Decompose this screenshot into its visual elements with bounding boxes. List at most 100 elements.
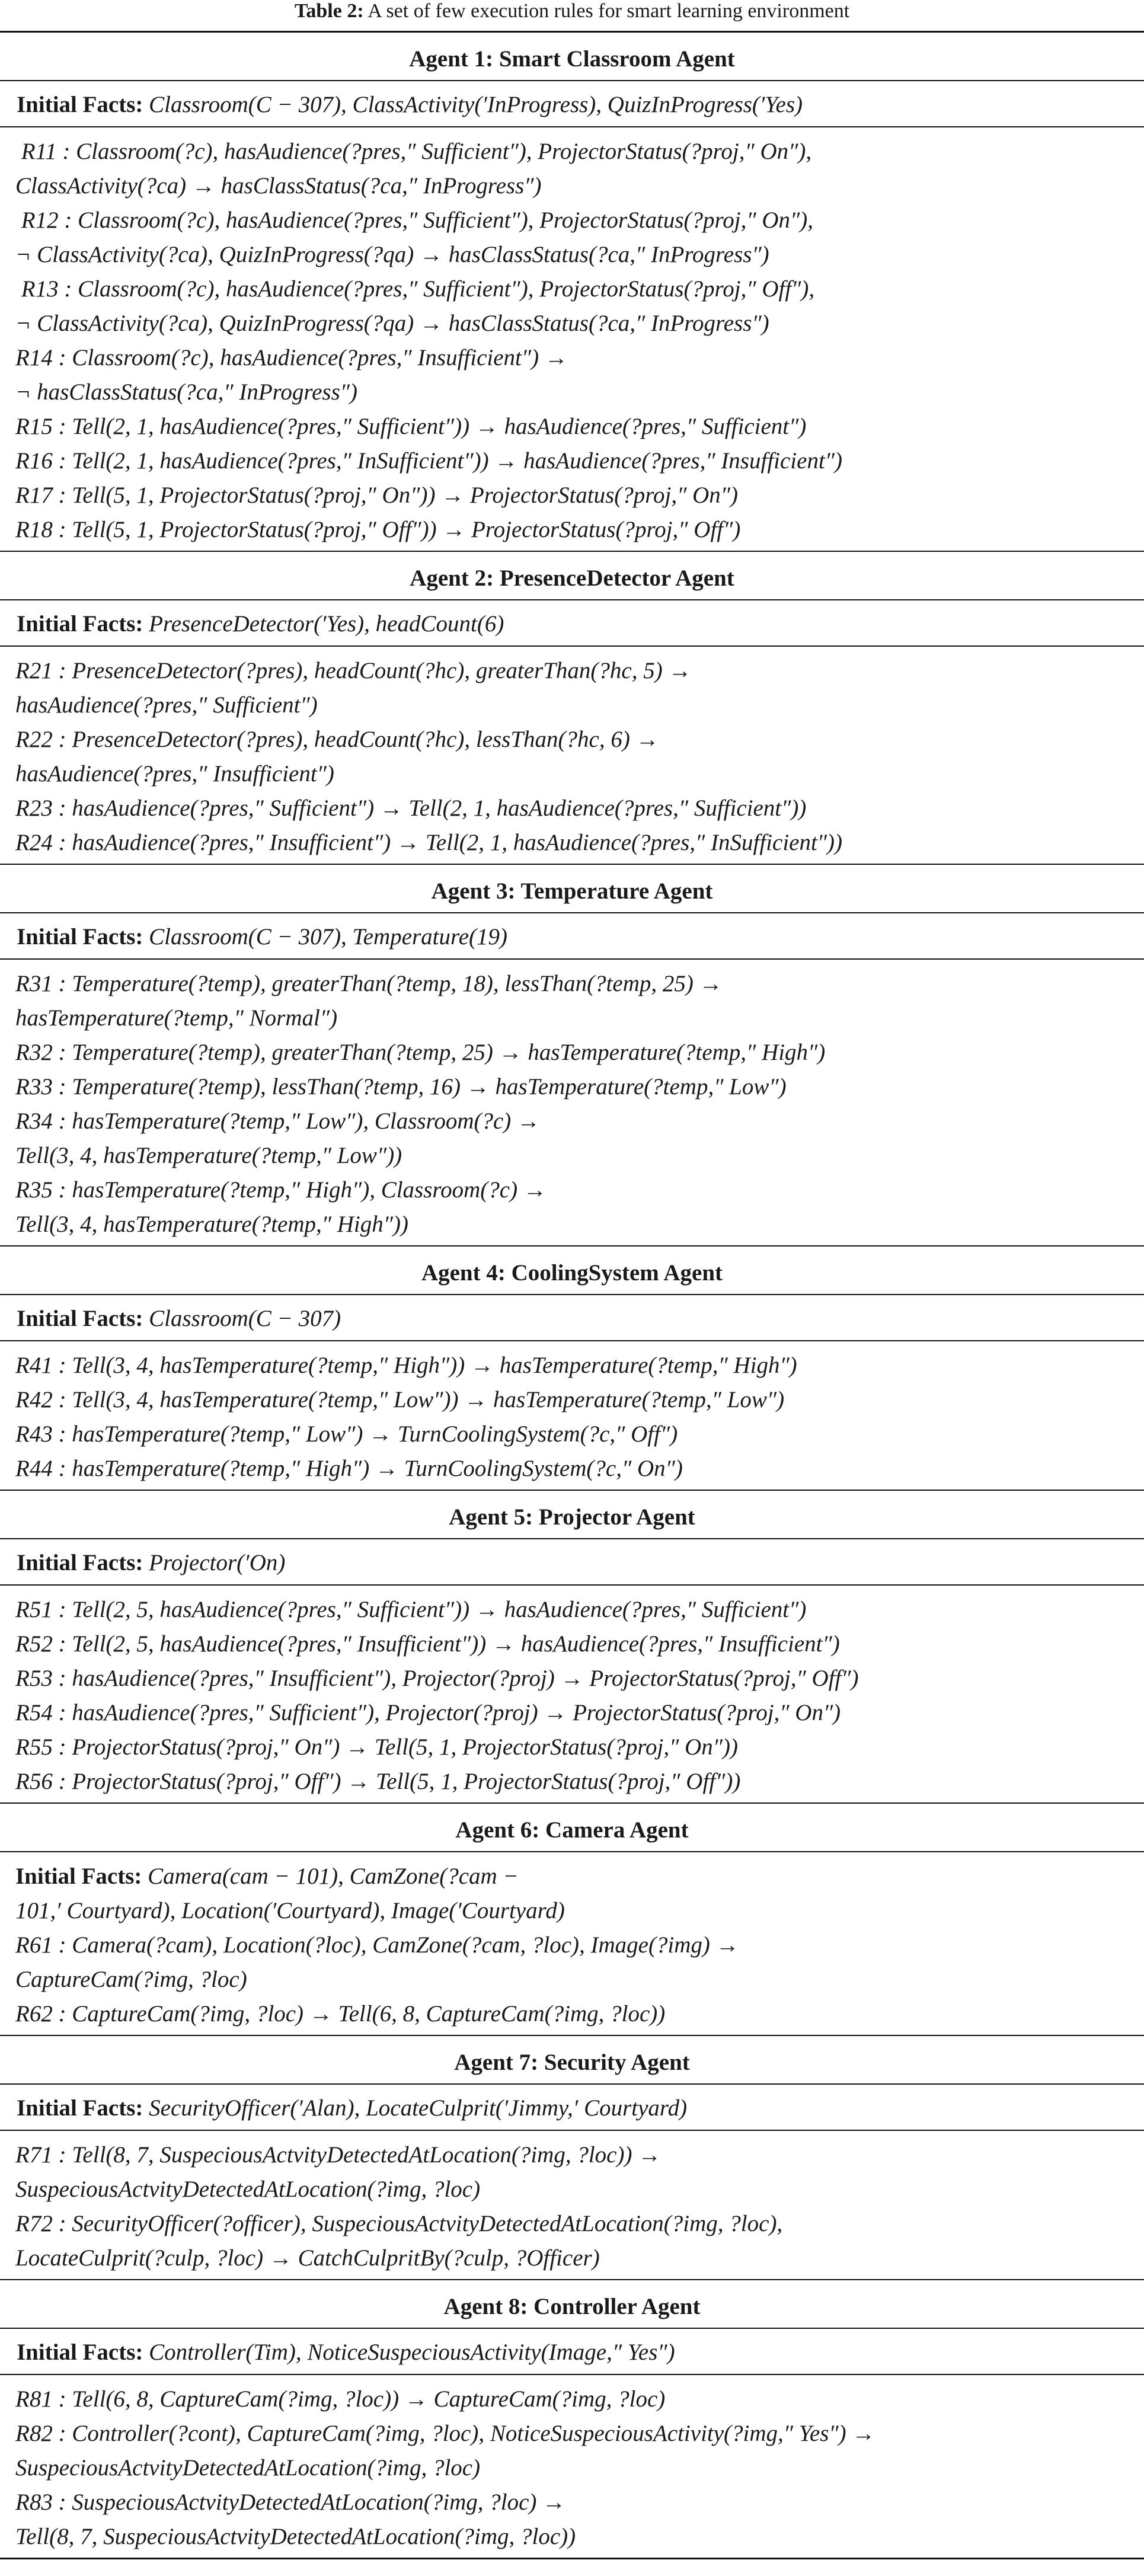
agent-title: Agent 8: Controller Agent bbox=[0, 2279, 1144, 2329]
rule-line: R16 : Tell(2, 1, hasAudience(?pres,″ InS… bbox=[15, 448, 843, 474]
rule-line: R34 : hasTemperature(?temp,″ Low″), Clas… bbox=[15, 1108, 541, 1134]
rules-cell: R41 : Tell(3, 4, hasTemperature(?temp,″ … bbox=[0, 1341, 1144, 1490]
initial-facts-value: Camera(cam − 101), CamZone(?cam − bbox=[148, 1864, 519, 1889]
rule-line: R51 : Tell(2, 5, hasAudience(?pres,″ Suf… bbox=[15, 1597, 807, 1622]
rules-cell: R81 : Tell(6, 8, CaptureCam(?img, ?loc))… bbox=[0, 2375, 1144, 2558]
rule-line: R23 : hasAudience(?pres,″ Sufficient″) →… bbox=[15, 795, 807, 821]
initial-facts-label: Initial Facts: bbox=[17, 611, 143, 637]
rule-line: R33 : Temperature(?temp), lessThan(?temp… bbox=[15, 1074, 787, 1100]
rule-line: R71 : Tell(8, 7, SuspeciousActvityDetect… bbox=[15, 2142, 662, 2168]
rule-line: hasAudience(?pres,″ Insufficient″) bbox=[15, 761, 334, 787]
agent-title: Agent 6: Camera Agent bbox=[0, 1802, 1144, 1852]
rule-line: ClassActivity(?ca) → hasClassStatus(?ca,… bbox=[15, 173, 542, 199]
rule-line: Tell(3, 4, hasTemperature(?temp,″ High″)… bbox=[15, 1212, 408, 1237]
rule-line: R35 : hasTemperature(?temp,″ High″), Cla… bbox=[15, 1177, 547, 1203]
initial-facts-row: Initial Facts: SecurityOfficer(′Alan), L… bbox=[0, 2085, 1144, 2131]
caption-label: Table 2: bbox=[294, 0, 364, 22]
rule-line: R54 : hasAudience(?pres,″ Sufficient″), … bbox=[15, 1700, 841, 1725]
rules-cell: R21 : PresenceDetector(?pres), headCount… bbox=[0, 647, 1144, 864]
rule-line: R83 : SuspeciousActvityDetectedAtLocatio… bbox=[15, 2489, 566, 2515]
facts-and-rules-cell: Initial Facts: Camera(cam − 101), CamZon… bbox=[0, 1852, 1144, 2035]
initial-facts-value: Classroom(C − 307), ClassActivity(′InPro… bbox=[149, 92, 803, 117]
initial-facts-label: Initial Facts: bbox=[17, 2095, 143, 2121]
initial-facts-label: Initial Facts: bbox=[15, 1864, 142, 1889]
agent-title: Agent 5: Projector Agent bbox=[0, 1490, 1144, 1539]
rule-line: R52 : Tell(2, 5, hasAudience(?pres,″ Ins… bbox=[15, 1631, 840, 1657]
initial-facts-label: Initial Facts: bbox=[17, 1306, 143, 1331]
rule-line: LocateCulprit(?culp, ?loc) → CatchCulpri… bbox=[15, 2245, 600, 2271]
rule-line: R82 : Controller(?cont), CaptureCam(?img… bbox=[15, 2421, 875, 2446]
rule-line: R18 : Tell(5, 1, ProjectorStatus(?proj,″… bbox=[15, 517, 741, 542]
rule-line: R22 : PresenceDetector(?pres), headCount… bbox=[15, 727, 659, 752]
rule-line: R43 : hasTemperature(?temp,″ Low″) → Tur… bbox=[15, 1421, 678, 1447]
agent-title: Agent 2: PresenceDetector Agent bbox=[0, 551, 1144, 600]
rule-line: R55 : ProjectorStatus(?proj,″ On″) → Tel… bbox=[15, 1734, 738, 1760]
agent-title: Agent 1: Smart Classroom Agent bbox=[0, 33, 1144, 81]
initial-facts-value: PresenceDetector(′Yes), headCount(6) bbox=[149, 611, 504, 637]
rule-line: R42 : Tell(3, 4, hasTemperature(?temp,″ … bbox=[15, 1387, 785, 1412]
agent-title: Agent 7: Security Agent bbox=[0, 2035, 1144, 2085]
rule-line: CaptureCam(?img, ?loc) bbox=[15, 1967, 247, 1992]
rule-line: R12 : Classroom(?c), hasAudience(?pres,″… bbox=[15, 207, 813, 233]
caption-text: A set of few execution rules for smart l… bbox=[363, 0, 850, 22]
initial-facts-row: Initial Facts: Controller(Tim), NoticeSu… bbox=[0, 2329, 1144, 2375]
rule-line: R21 : PresenceDetector(?pres), headCount… bbox=[15, 658, 692, 683]
rules-cell: R71 : Tell(8, 7, SuspeciousActvityDetect… bbox=[0, 2131, 1144, 2279]
initial-facts-value: Controller(Tim), NoticeSuspeciousActivit… bbox=[149, 2340, 675, 2365]
agent-title: Agent 4: CoolingSystem Agent bbox=[0, 1245, 1144, 1295]
rule-line: SuspeciousActvityDetectedAtLocation(?img… bbox=[15, 2455, 481, 2481]
initial-facts-value: SecurityOfficer(′Alan), LocateCulprit(′J… bbox=[149, 2095, 688, 2121]
initial-facts-value: Classroom(C − 307), Temperature(19) bbox=[149, 924, 507, 950]
rule-line: ¬ ClassActivity(?ca), QuizInProgress(?qa… bbox=[15, 242, 769, 267]
rule-line: R15 : Tell(2, 1, hasAudience(?pres,″ Suf… bbox=[15, 414, 807, 439]
agent-title: Agent 3: Temperature Agent bbox=[0, 864, 1144, 913]
initial-facts-label: Initial Facts: bbox=[17, 2340, 143, 2365]
rules-cell: R51 : Tell(2, 5, hasAudience(?pres,″ Suf… bbox=[0, 1586, 1144, 1802]
initial-facts-value: Projector(′On) bbox=[149, 1550, 286, 1575]
rule-line: R11 : Classroom(?c), hasAudience(?pres,″… bbox=[15, 139, 812, 164]
rule-line: R81 : Tell(6, 8, CaptureCam(?img, ?loc))… bbox=[15, 2386, 666, 2412]
table-caption: Table 2: A set of few execution rules fo… bbox=[0, 0, 1144, 23]
initial-facts-row: Initial Facts: PresenceDetector(′Yes), h… bbox=[0, 600, 1144, 647]
rule-line: R24 : hasAudience(?pres,″ Insufficient″)… bbox=[15, 830, 843, 855]
initial-facts-row: Initial Facts: Classroom(C − 307), Class… bbox=[0, 81, 1144, 127]
rule-line: R44 : hasTemperature(?temp,″ High″) → Tu… bbox=[15, 1456, 683, 1481]
rule-line: R61 : Camera(?cam), Location(?loc), CamZ… bbox=[15, 1932, 739, 1958]
rule-line: R31 : Temperature(?temp), greaterThan(?t… bbox=[15, 971, 723, 996]
rule-line: R72 : SecurityOfficer(?officer), Suspeci… bbox=[15, 2211, 783, 2236]
rule-line: Tell(3, 4, hasTemperature(?temp,″ Low″)) bbox=[15, 1143, 402, 1168]
rule-line: ¬ ClassActivity(?ca), QuizInProgress(?qa… bbox=[15, 311, 769, 336]
rule-line: R17 : Tell(5, 1, ProjectorStatus(?proj,″… bbox=[15, 482, 738, 508]
rule-line: R41 : Tell(3, 4, hasTemperature(?temp,″ … bbox=[15, 1353, 797, 1378]
rule-line: hasAudience(?pres,″ Sufficient″) bbox=[15, 692, 318, 718]
rule-line: R13 : Classroom(?c), hasAudience(?pres,″… bbox=[15, 276, 815, 302]
rule-line: hasTemperature(?temp,″ Normal″) bbox=[15, 1005, 338, 1031]
initial-facts-row: Initial Facts: Classroom(C − 307), Tempe… bbox=[0, 913, 1144, 960]
rule-line: Tell(8, 7, SuspeciousActvityDetectedAtLo… bbox=[15, 2524, 576, 2549]
initial-facts-label: Initial Facts: bbox=[17, 1550, 143, 1575]
rule-line: R56 : ProjectorStatus(?proj,″ Off″) → Te… bbox=[15, 1769, 741, 1794]
initial-facts-label: Initial Facts: bbox=[17, 924, 143, 950]
rule-line: R32 : Temperature(?temp), greaterThan(?t… bbox=[15, 1040, 826, 1065]
initial-facts-row: Initial Facts: Classroom(C − 307) bbox=[0, 1295, 1144, 1341]
rule-line: SuspeciousActvityDetectedAtLocation(?img… bbox=[15, 2177, 481, 2202]
rule-line: R14 : Classroom(?c), hasAudience(?pres,″… bbox=[15, 345, 568, 370]
initial-facts-value: Classroom(C − 307) bbox=[149, 1306, 341, 1331]
rules-cell: R11 : Classroom(?c), hasAudience(?pres,″… bbox=[0, 127, 1144, 551]
rules-cell: R31 : Temperature(?temp), greaterThan(?t… bbox=[0, 960, 1144, 1245]
initial-facts-label: Initial Facts: bbox=[17, 92, 143, 117]
rule-line: R62 : CaptureCam(?img, ?loc) → Tell(6, 8… bbox=[15, 2001, 666, 2027]
rule-line: ¬ hasClassStatus(?ca,″ InProgress″) bbox=[15, 379, 358, 405]
initial-facts-row: Initial Facts: Projector(′On) bbox=[0, 1539, 1144, 1586]
rule-line: R53 : hasAudience(?pres,″ Insufficient″)… bbox=[15, 1666, 859, 1691]
